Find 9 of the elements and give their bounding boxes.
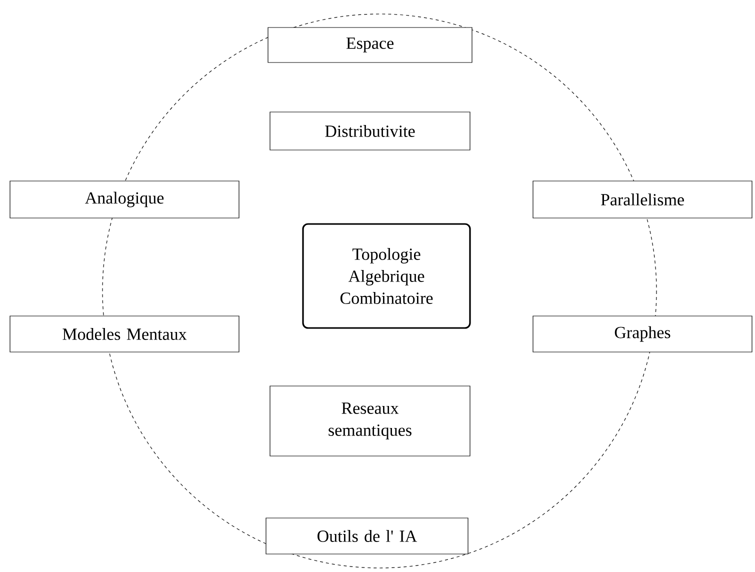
central-box: Topologie Algebrique Combinatoire [302,223,471,329]
concept-box: Distributivite [270,112,470,150]
concept-box: Graphes [532,316,752,352]
concept-box: Analogique [10,180,240,218]
concept-box: Espace [268,27,472,63]
concept-box: Parallelisme [532,180,752,218]
concept-box: Modeles Mentaux [10,316,240,352]
concept-box: Outils de l' IA [266,518,468,554]
concept-box: Reseaux semantiques [270,386,470,456]
